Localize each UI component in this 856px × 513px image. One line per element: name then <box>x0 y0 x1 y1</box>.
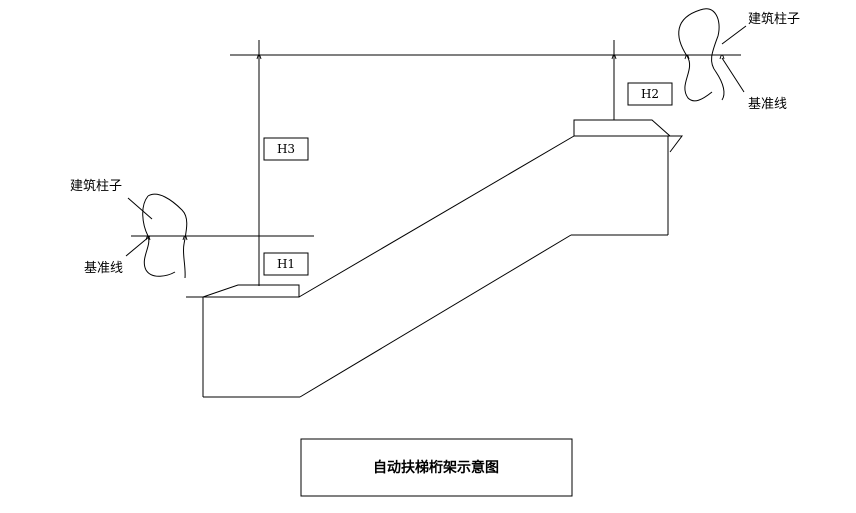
h3-label: H3 <box>263 137 309 161</box>
diagram-title: 自动扶梯桁架示意图 <box>373 459 499 476</box>
column-left-leader-upper <box>127 197 153 220</box>
column-top-leader-upper <box>721 25 747 45</box>
baseline-top-label: 基准线 <box>748 97 787 112</box>
escalator-truss <box>186 119 683 398</box>
tick-148-left <box>145 235 151 241</box>
building-column-top <box>678 8 747 102</box>
reference-ticks <box>145 54 725 241</box>
column-top-label: 建筑柱子 <box>748 11 800 27</box>
h3-label-text: H3 <box>277 142 295 156</box>
tick-259-top <box>256 54 262 60</box>
lower-landing-cap <box>202 284 300 298</box>
building-column-left <box>125 193 188 279</box>
diagram-title-box: 自动扶梯桁架示意图 <box>300 438 573 497</box>
h2-label-text: H2 <box>641 87 659 101</box>
column-left-right-break <box>147 193 188 279</box>
tick-185-left <box>182 235 188 241</box>
column-top-left-break <box>678 9 713 102</box>
column-left-left-break <box>142 195 176 277</box>
column-left-label: 建筑柱子 <box>70 178 122 194</box>
h1-label-text: H1 <box>277 257 295 271</box>
lower-support-bracket <box>186 296 204 310</box>
h2-label: H2 <box>627 82 673 106</box>
truss-upper-inclined-edge <box>298 135 575 298</box>
baseline-left-label: 基准线 <box>84 261 123 276</box>
column-top-right-break <box>699 8 725 101</box>
h1-label: H1 <box>263 252 309 276</box>
upper-landing-cap <box>573 119 672 137</box>
tick-687-top <box>684 54 690 60</box>
upper-support-bracket <box>664 135 683 153</box>
tick-614-top <box>611 54 617 60</box>
truss-lower-inclined-edge <box>299 234 572 398</box>
column-top-leader-lower <box>721 57 745 93</box>
tick-722-top <box>719 54 725 60</box>
